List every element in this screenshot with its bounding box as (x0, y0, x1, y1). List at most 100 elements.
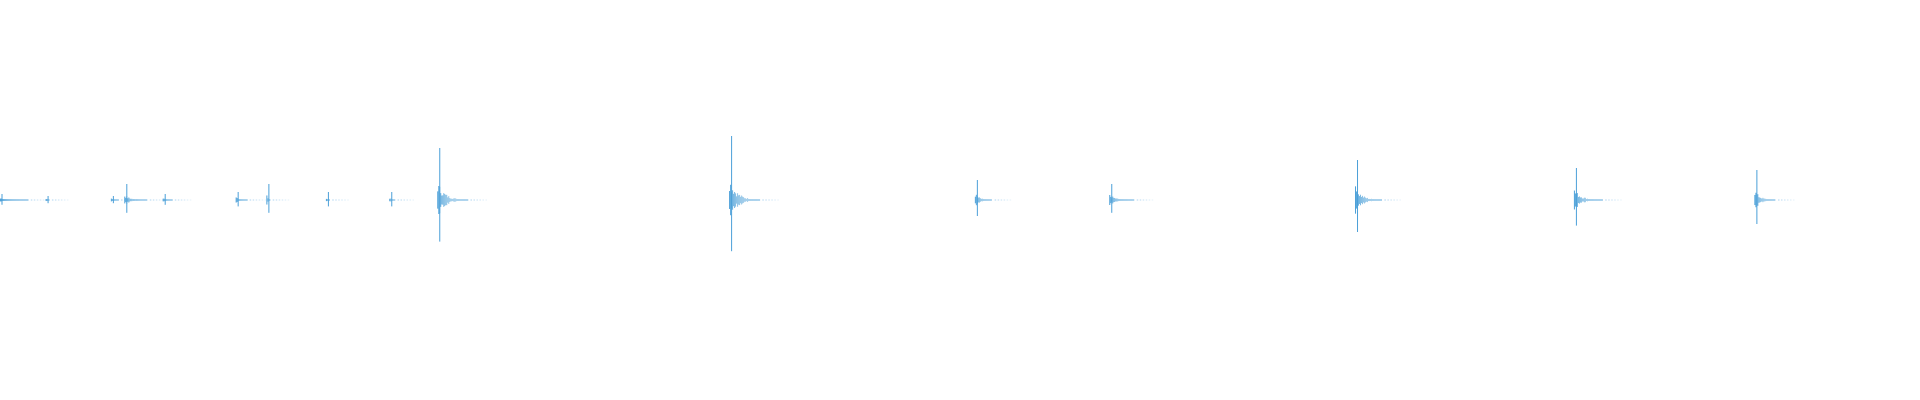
waveform-tail-dot (121, 199, 123, 201)
waveform-tail-dot (1009, 199, 1012, 201)
waveform-burst (45, 196, 69, 204)
waveform-tail-dot (997, 199, 1000, 201)
waveform-tail-dot (249, 199, 252, 201)
waveform-burst (235, 192, 267, 207)
waveform-tail-dot (1006, 199, 1009, 201)
waveform-tail-dot (771, 199, 773, 201)
waveform-tail-dot (777, 199, 779, 201)
waveform-tail-dot (473, 199, 475, 201)
waveform-tail-dot (287, 199, 290, 201)
waveform-tail-dot (174, 199, 177, 201)
waveform-tail-dot (1145, 199, 1148, 201)
waveform-tail-dot (1136, 199, 1139, 201)
waveform-tail-dot (281, 199, 284, 201)
waveform-burst (437, 148, 487, 242)
waveform-tail-dot (33, 199, 36, 201)
waveform-burst (1355, 160, 1401, 232)
waveform-tail-dot (1778, 199, 1780, 201)
waveform-tail-dot (765, 199, 767, 201)
waveform-burst (162, 194, 192, 205)
waveform-tail-dot (485, 199, 487, 201)
waveform-tail-dot (63, 199, 66, 201)
waveform-tail-dot (51, 199, 54, 201)
waveform-tail-dot (1784, 199, 1786, 201)
waveform-burst (1109, 184, 1154, 213)
waveform-tail-dot (255, 199, 258, 201)
waveform-tail-dot (1390, 199, 1392, 201)
waveform-tail-dot (161, 199, 164, 201)
waveform-tail-dot (36, 199, 39, 201)
waveform-tail-dot (1608, 199, 1610, 201)
waveform-tail-dot (476, 199, 478, 201)
waveform-tail-dot (264, 199, 267, 201)
waveform-tail-dot (341, 199, 343, 201)
waveform-tail-dot (344, 199, 346, 201)
waveform-tail-dot (1148, 199, 1151, 201)
waveform-burst (974, 180, 1012, 216)
waveform-tail-dot (278, 199, 281, 201)
waveform-tail-dot (400, 199, 403, 201)
waveform-tail-dot (183, 199, 186, 201)
waveform-tail-dot (1611, 199, 1613, 201)
waveform-tail-dot (1790, 199, 1792, 201)
waveform-tail-dot (1396, 199, 1398, 201)
waveform-tail-dot (1787, 199, 1789, 201)
waveform-tail-dot (186, 199, 189, 201)
waveform-tail-dot (39, 199, 42, 201)
waveform-tail-dot (42, 199, 45, 201)
waveform-tail-dot (1003, 199, 1006, 201)
waveform-tail-dot (412, 199, 415, 201)
waveform-tail-dot (479, 199, 481, 201)
waveform-tail-dot (180, 199, 183, 201)
waveform-tail-dot (482, 199, 484, 201)
waveform-tail-dot (397, 199, 400, 201)
waveform-burst (0, 194, 48, 205)
waveform-tail-dot (1399, 199, 1401, 201)
waveform-tail-dot (149, 199, 152, 201)
waveform-tail-dot (30, 199, 33, 201)
waveform-tail-dot (403, 199, 406, 201)
waveform-tail-dot (1384, 199, 1386, 201)
waveform-tail-dot (189, 199, 192, 201)
waveform-tail-dot (768, 199, 770, 201)
waveform-tail-dot (57, 199, 60, 201)
waveform-tail-dot (155, 199, 158, 201)
waveform-tail-dot (1620, 199, 1622, 201)
waveform-burst (1573, 168, 1622, 226)
waveform-tail-dot (1142, 199, 1145, 201)
waveform-tail-dot (347, 199, 349, 201)
waveform-tail-dot (66, 199, 69, 201)
waveform-tail-dot (252, 199, 255, 201)
waveform-tail-dot (406, 199, 409, 201)
waveform-tail-dot (158, 199, 161, 201)
waveform-tail-dot (60, 199, 63, 201)
waveform-tail-dot (1781, 199, 1783, 201)
waveform-tail-dot (1387, 199, 1389, 201)
waveform-tail-dot (258, 199, 261, 201)
waveform-burst (325, 192, 349, 207)
waveform-tail-dot (338, 199, 340, 201)
waveform-tail-dot (1139, 199, 1142, 201)
waveform-tail-dot (1000, 199, 1003, 201)
waveform-tail-dot (470, 199, 472, 201)
waveform-tail-dot (335, 199, 337, 201)
waveform-tail-dot (762, 199, 764, 201)
waveform-tail-dot (152, 199, 155, 201)
waveform-tail-dot (774, 199, 776, 201)
waveform-burst (266, 184, 290, 213)
waveform-tail-dot (272, 199, 275, 201)
waveform-tail-dot (994, 199, 997, 201)
waveform-tail-dot (284, 199, 287, 201)
waveform-tail-dot (261, 199, 264, 201)
waveform-tail-dot (1151, 199, 1154, 201)
waveform-burst (729, 136, 779, 252)
waveform-burst (389, 192, 415, 207)
waveform-tail-dot (1614, 199, 1616, 201)
waveform-tail-dot (275, 199, 278, 201)
waveform-tail-dot (1605, 199, 1607, 201)
waveform-tail-dot (409, 199, 412, 201)
waveform-tail-dot (1393, 199, 1395, 201)
waveform-tail-dot (54, 199, 57, 201)
